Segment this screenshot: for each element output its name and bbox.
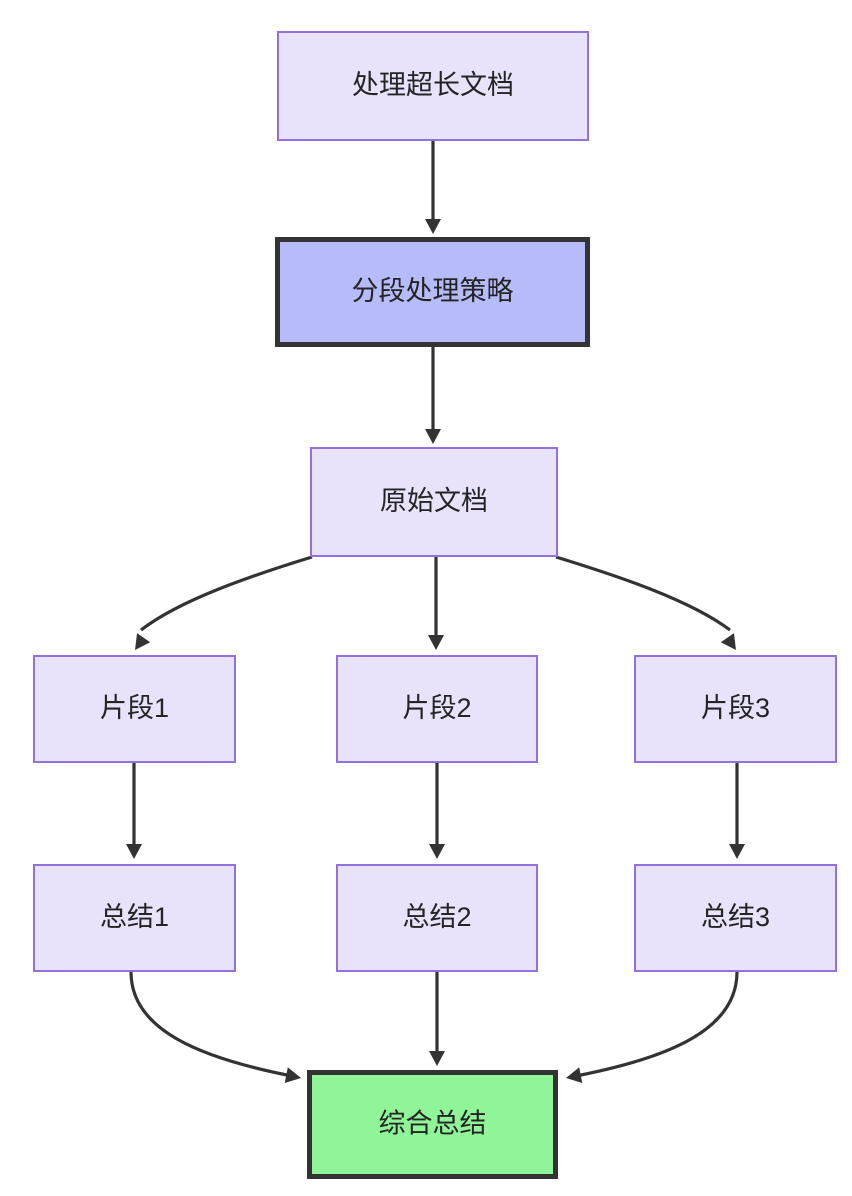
node-chunk-2[interactable]: 片段2 [336, 655, 538, 763]
node-box-summary-1 [33, 864, 236, 972]
node-label-summary-3: 总结3 [701, 902, 770, 932]
edge-summary-3-to-final-summary [575, 971, 739, 1078]
arrowhead [425, 429, 441, 444]
arrowhead [126, 844, 142, 859]
node-label-final-summary: 综合总结 [379, 1109, 487, 1139]
node-summary-3[interactable]: 总结3 [634, 864, 837, 972]
node-label-summary-1: 总结1 [100, 902, 169, 932]
arrowheads-layer [126, 219, 745, 1083]
arrowhead [425, 219, 441, 234]
node-label-start: 处理超长文档 [352, 70, 514, 100]
node-summary-2[interactable]: 总结2 [336, 864, 538, 972]
node-summary-1[interactable]: 总结1 [33, 864, 236, 972]
edge-source-doc-to-chunk-3 [555, 555, 731, 632]
arrowhead [428, 635, 444, 650]
node-box-strategy [275, 237, 590, 347]
node-label-chunk-1: 片段1 [100, 693, 169, 723]
node-label-chunk-3: 片段3 [701, 693, 770, 723]
edges-layer [129, 141, 739, 1078]
edge-source-doc-to-chunk-1 [140, 555, 313, 632]
arrowhead [284, 1067, 301, 1083]
node-final-summary[interactable]: 综合总结 [307, 1070, 558, 1179]
node-chunk-3[interactable]: 片段3 [634, 655, 837, 763]
node-label-strategy: 分段处理策略 [352, 276, 514, 306]
node-box-chunk-1 [33, 655, 236, 763]
node-strategy[interactable]: 分段处理策略 [275, 237, 590, 347]
arrowhead [429, 1051, 445, 1066]
arrowhead [135, 633, 151, 650]
node-box-final-summary [307, 1070, 558, 1179]
arrowhead [429, 844, 445, 859]
node-box-chunk-2 [336, 655, 538, 763]
node-box-source-doc [310, 447, 558, 557]
node-box-start [277, 31, 589, 141]
arrowhead [720, 633, 736, 650]
arrowhead [729, 844, 745, 859]
node-label-summary-2: 总结2 [402, 902, 471, 932]
edge-summary-1-to-final-summary [129, 971, 293, 1078]
arrowhead [566, 1067, 583, 1083]
node-box-summary-3 [634, 864, 837, 972]
node-box-summary-2 [336, 864, 538, 972]
node-box-chunk-3 [634, 655, 837, 763]
node-label-source-doc: 原始文档 [380, 486, 488, 516]
node-chunk-1[interactable]: 片段1 [33, 655, 236, 763]
node-start[interactable]: 处理超长文档 [277, 31, 589, 141]
node-source-doc[interactable]: 原始文档 [310, 447, 558, 557]
node-label-chunk-2: 片段2 [402, 693, 471, 723]
